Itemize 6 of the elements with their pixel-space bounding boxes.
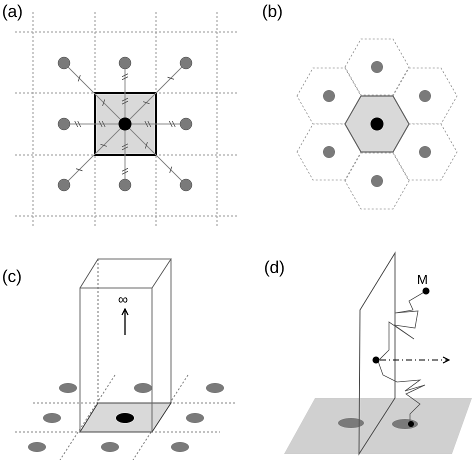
infinity-symbol: ∞	[118, 292, 128, 306]
panel-label: (c)	[2, 268, 22, 285]
panel-label: (b)	[262, 3, 283, 20]
point-label: M	[417, 273, 428, 286]
panel-label: (a)	[2, 3, 23, 20]
panel-label: (d)	[264, 259, 285, 276]
